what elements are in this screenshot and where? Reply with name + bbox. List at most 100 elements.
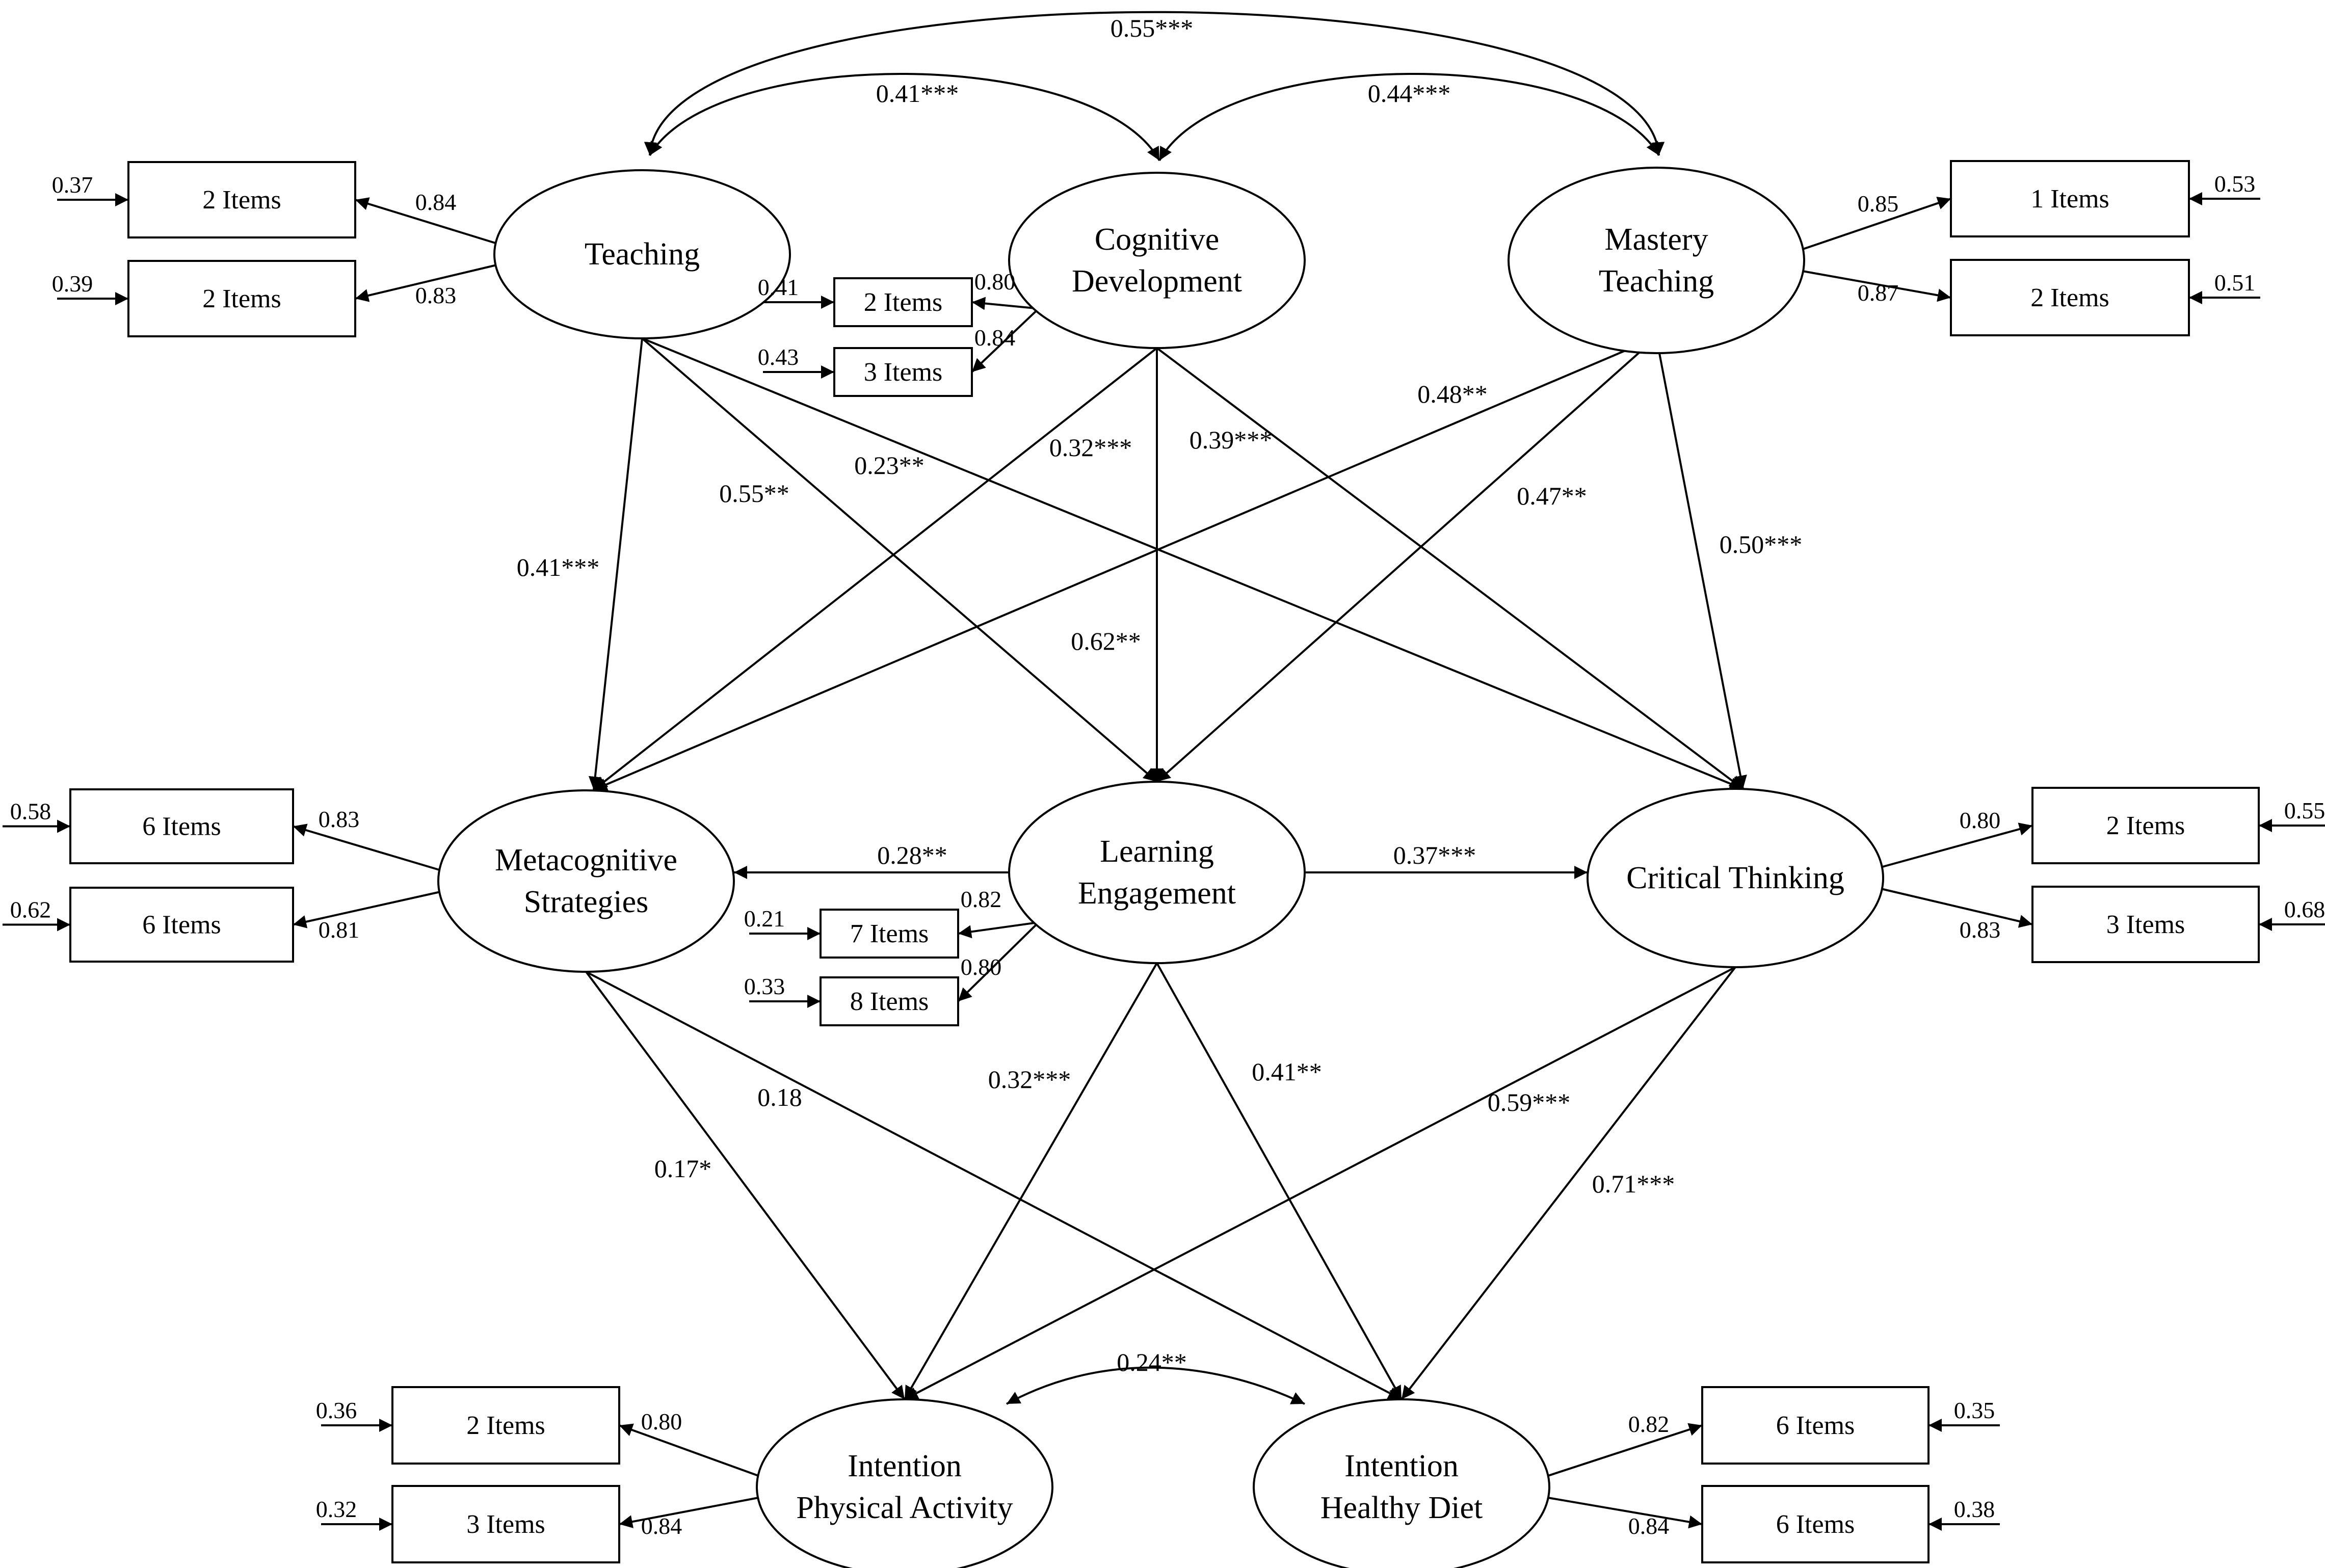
indicator-ipa-a-box bbox=[391, 1386, 620, 1465]
path-teaching-critical-arrow bbox=[642, 337, 1743, 790]
path-cognitive-metacog-value: 0.32*** bbox=[1049, 433, 1132, 462]
latent-teaching-label: Teaching bbox=[585, 237, 700, 272]
indicator-mastery-a-label: 1 Items bbox=[2030, 184, 2109, 214]
latent-mastery-label: Mastery bbox=[1604, 222, 1708, 257]
indicator-cognitive-a-box bbox=[833, 277, 973, 327]
path-critical-ipa-value: 0.59*** bbox=[1488, 1088, 1571, 1117]
error-teaching-a-value: 0.37 bbox=[52, 172, 93, 198]
latent-engagement-ellipse bbox=[1008, 781, 1306, 964]
indicator-teaching-b-label: 2 Items bbox=[202, 284, 281, 313]
edge-layer bbox=[3, 11, 2325, 1531]
covariance-teaching-mastery-value: 0.55*** bbox=[1111, 14, 1194, 42]
latent-metacog-label: Metacognitive bbox=[495, 843, 677, 878]
loading-ihd-a-arrow bbox=[1544, 1423, 1703, 1478]
indicator-metacog-a-box bbox=[69, 788, 294, 864]
loading-teaching-a-arrow bbox=[355, 197, 499, 245]
loading-ihd-a-value: 0.82 bbox=[1628, 1411, 1670, 1437]
loading-metacog-b-value: 0.81 bbox=[319, 917, 360, 943]
covariance-cognitive-mastery-value: 0.44*** bbox=[1368, 79, 1451, 108]
loading-engagement-a-arrow bbox=[958, 921, 1039, 939]
indicator-ihd-a-box bbox=[1701, 1386, 1930, 1465]
path-critical-ihd-arrow bbox=[1401, 966, 1736, 1400]
loading-critical-a-arrow bbox=[1878, 822, 2033, 869]
error-ipa-b-value: 0.32 bbox=[316, 1496, 357, 1522]
indicator-ipa-b-label: 3 Items bbox=[466, 1510, 545, 1539]
path-engagement-ipa-value: 0.32*** bbox=[988, 1065, 1071, 1094]
loading-mastery-b-arrow bbox=[1799, 270, 1951, 302]
path-mastery-metacog-arrow bbox=[593, 336, 1657, 791]
path-cognitive-critical-arrow bbox=[1156, 347, 1744, 790]
path-engagement-ihd-value: 0.41** bbox=[1252, 1057, 1322, 1086]
latent-ihd-ellipse bbox=[1253, 1398, 1550, 1568]
latent-engagement-label: Learning bbox=[1100, 834, 1214, 869]
path-metacog-ihd-value: 0.18 bbox=[757, 1083, 802, 1111]
loading-ipa-a-value: 0.80 bbox=[641, 1408, 682, 1434]
loading-engagement-b-arrow bbox=[957, 921, 1040, 1002]
loading-teaching-b-value: 0.83 bbox=[415, 282, 457, 308]
indicator-engagement-a-label: 7 Items bbox=[850, 919, 929, 948]
error-mastery-b-value: 0.51 bbox=[2214, 270, 2256, 296]
latent-cognitive-ellipse bbox=[1008, 172, 1306, 349]
indicator-critical-a-label: 2 Items bbox=[2106, 811, 2185, 840]
error-critical-a-value: 0.55 bbox=[2284, 798, 2325, 823]
indicator-metacog-b-label: 6 Items bbox=[142, 911, 221, 940]
path-teaching-engagement-arrow bbox=[641, 337, 1158, 783]
indicator-ihd-a-label: 6 Items bbox=[1776, 1411, 1855, 1440]
latent-mastery-ellipse bbox=[1508, 167, 1805, 354]
path-teaching-critical-value: 0.23** bbox=[854, 451, 924, 480]
indicator-teaching-a-box bbox=[127, 161, 356, 238]
error-cognitive-b-value: 0.43 bbox=[758, 344, 799, 370]
covariance-teaching-cognitive-value: 0.41*** bbox=[876, 79, 959, 108]
latent-cognitive-label: Cognitive bbox=[1095, 222, 1220, 257]
indicator-metacog-b-box bbox=[69, 887, 294, 963]
latent-ihd-label: Healthy Diet bbox=[1320, 1491, 1483, 1525]
path-engagement-critical-value: 0.37*** bbox=[1393, 841, 1476, 869]
path-mastery-engagement-arrow bbox=[1156, 336, 1657, 783]
indicator-cognitive-a-label: 2 Items bbox=[864, 288, 943, 317]
latent-ipa-label: Physical Activity bbox=[796, 1491, 1013, 1525]
path-metacog-ipa-arrow bbox=[585, 971, 906, 1400]
indicator-teaching-b-box bbox=[127, 260, 356, 337]
indicator-ipa-b-box bbox=[391, 1485, 620, 1563]
indicator-mastery-b-label: 2 Items bbox=[2030, 283, 2109, 312]
indicator-metacog-a-label: 6 Items bbox=[142, 812, 221, 841]
latent-teaching-ellipse bbox=[493, 169, 791, 339]
loading-cognitive-a-value: 0.80 bbox=[974, 269, 1016, 295]
latent-metacog-ellipse bbox=[437, 789, 735, 973]
path-mastery-engagement-value: 0.47** bbox=[1517, 482, 1587, 510]
path-cognitive-engagement-value: 0.62** bbox=[1071, 627, 1141, 655]
loading-critical-a-value: 0.80 bbox=[1960, 807, 2001, 833]
indicator-mastery-a-box bbox=[1950, 160, 2190, 237]
covariance-cognitive-mastery-curve bbox=[1158, 73, 1660, 161]
latent-cognitive-label: Development bbox=[1072, 264, 1242, 299]
latent-ipa-label: Intention bbox=[848, 1449, 962, 1483]
path-cognitive-metacog-arrow bbox=[593, 347, 1158, 791]
loading-mastery-b-value: 0.87 bbox=[1858, 280, 1899, 306]
loading-metacog-a-value: 0.83 bbox=[319, 806, 360, 832]
indicator-engagement-b-box bbox=[820, 976, 959, 1026]
latent-engagement-label: Engagement bbox=[1078, 876, 1236, 911]
path-mastery-metacog-value: 0.48** bbox=[1417, 380, 1488, 408]
indicator-cognitive-b-label: 3 Items bbox=[864, 358, 943, 387]
loading-cognitive-b-value: 0.84 bbox=[974, 325, 1016, 351]
loading-mastery-a-arrow bbox=[1799, 197, 1951, 251]
loading-engagement-b-value: 0.80 bbox=[961, 954, 1002, 980]
loading-teaching-b-arrow bbox=[355, 263, 499, 302]
node-layer bbox=[69, 160, 2260, 1568]
indicator-critical-b-box bbox=[2031, 886, 2260, 963]
error-mastery-a-value: 0.53 bbox=[2214, 171, 2256, 197]
error-metacog-b-value: 0.62 bbox=[10, 897, 51, 923]
indicator-teaching-a-label: 2 Items bbox=[202, 185, 281, 215]
error-metacog-a-value: 0.58 bbox=[10, 799, 51, 825]
error-cognitive-a-value: 0.41 bbox=[758, 274, 799, 300]
loading-ihd-b-arrow bbox=[1544, 1496, 1703, 1529]
latent-metacog-label: Strategies bbox=[524, 885, 649, 919]
loading-ipa-b-value: 0.84 bbox=[641, 1513, 682, 1539]
path-cognitive-critical-value: 0.39*** bbox=[1190, 426, 1273, 454]
loading-critical-b-value: 0.83 bbox=[1960, 917, 2001, 943]
latent-critical-ellipse bbox=[1587, 788, 1884, 968]
latent-ihd-label: Intention bbox=[1344, 1449, 1459, 1483]
path-engagement-ipa-arrow bbox=[904, 962, 1158, 1400]
path-engagement-ihd-arrow bbox=[1156, 963, 1403, 1400]
